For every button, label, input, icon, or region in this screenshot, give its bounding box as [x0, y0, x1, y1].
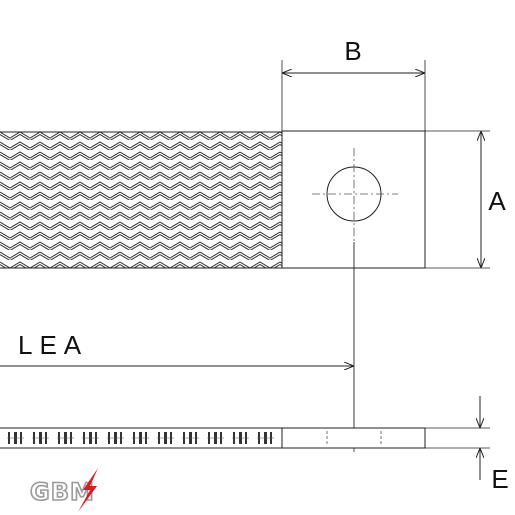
- side-view: [0, 427, 490, 452]
- terminal-lug-top: [281, 130, 490, 269]
- lightning-bolt-icon: [78, 468, 98, 512]
- dimension-a-label: A: [488, 186, 506, 216]
- bolt-hole: [312, 148, 398, 242]
- dimension-b-label: B: [344, 36, 361, 66]
- dimension-lea: LEA: [0, 242, 355, 428]
- dimension-e: E: [480, 396, 509, 494]
- braid-top-view: [0, 131, 282, 269]
- dimension-lea-label: LEA: [18, 330, 88, 360]
- dimension-e-label: E: [491, 464, 508, 494]
- gbm-logo: GBM: [29, 468, 98, 512]
- dimension-b: B: [281, 36, 426, 131]
- dimension-a: A: [481, 132, 506, 267]
- side-braid-segments: [7, 432, 274, 444]
